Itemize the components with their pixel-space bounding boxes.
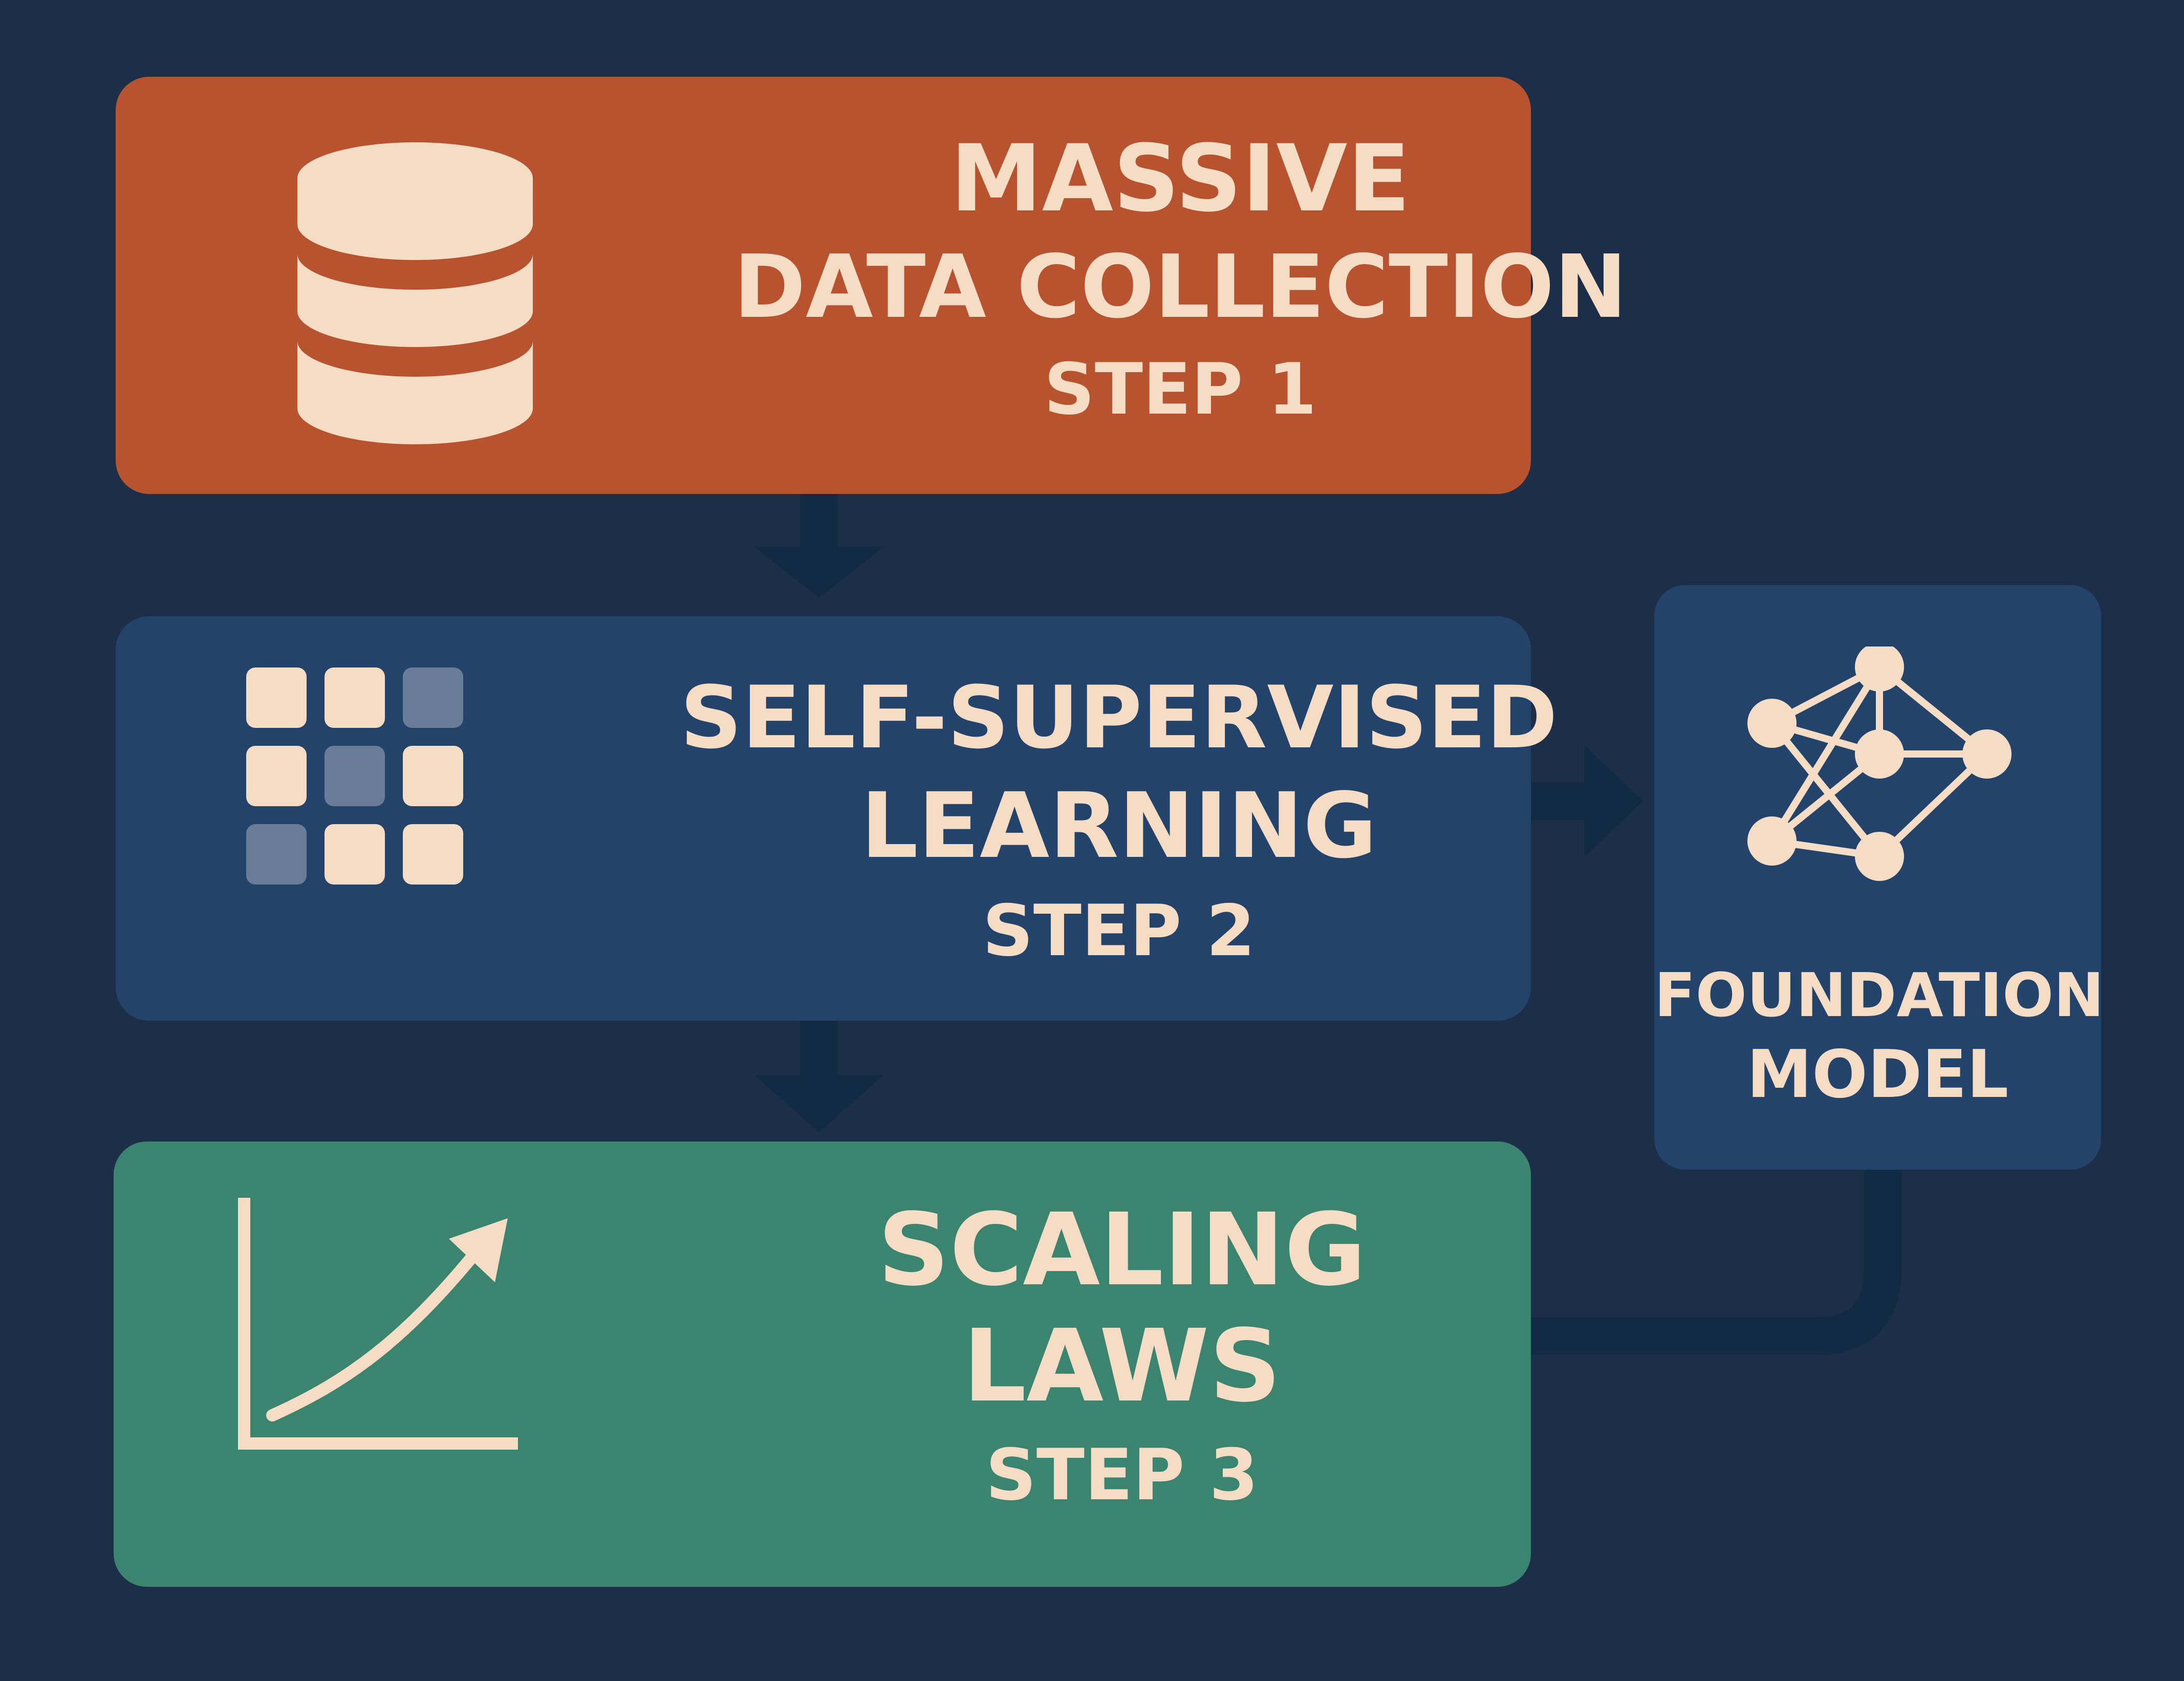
foundation-model-box: FOUNDATION MODEL <box>1654 585 2105 1170</box>
step1-step-number: STEP 1 <box>1044 348 1317 430</box>
foundation-model-label: FOUNDATION MODEL <box>1654 960 2105 1113</box>
grid-cell <box>246 667 307 728</box>
arrow-step2-model-shaft <box>1531 782 1592 820</box>
step2-title-line1: SELF-SUPERVISED <box>680 667 1558 768</box>
step3-step-number: STEP 3 <box>985 1433 1259 1516</box>
growth-chart-icon <box>238 1198 518 1450</box>
step2-box: SELF-SUPERVISED LEARNING STEP 2 <box>116 616 1558 1021</box>
network-edge <box>1769 721 1883 859</box>
step3-label: SCALING LAWS STEP 3 <box>641 1192 1603 1516</box>
arrow-step2-step3-head <box>754 1075 884 1132</box>
arrow-step2-step3-shaft <box>800 1021 838 1082</box>
foundation-model-line1: FOUNDATION <box>1654 960 2105 1030</box>
step2-step-number: STEP 2 <box>982 890 1256 973</box>
step2-title-line2: LEARNING <box>860 773 1377 879</box>
step3-box: SCALING LAWS STEP 3 <box>114 1141 1531 1587</box>
foundation-model-line2: MODEL <box>1746 1036 2009 1113</box>
arrow-step2-model-head <box>1584 745 1643 857</box>
network-node <box>1855 832 1904 881</box>
step1-label: MASSIVE DATA COLLECTION STEP 1 <box>730 131 1631 426</box>
network-edge <box>1769 665 1883 843</box>
network-node <box>1747 699 1797 748</box>
step3-title-line2: LAWS <box>963 1307 1281 1424</box>
network-node <box>1855 646 1904 692</box>
step1-title-line2: DATA COLLECTION <box>733 236 1627 338</box>
network-node <box>1747 816 1797 866</box>
arrow-step1-step2-head <box>754 547 884 598</box>
network-icon <box>1747 646 2012 881</box>
grid-cell <box>246 746 307 806</box>
step3-title-line1: SCALING <box>877 1192 1367 1308</box>
grid-cell-masked <box>325 746 385 806</box>
network-node <box>1962 729 2012 779</box>
model-to-step3-line <box>1531 1170 1901 1355</box>
grid-cell-masked <box>246 824 307 885</box>
network-node <box>1855 729 1904 779</box>
step1-title-line1: MASSIVE <box>950 125 1411 232</box>
grid-cell-masked <box>403 667 463 728</box>
network-edge <box>1877 751 1990 859</box>
step2-label: SELF-SUPERVISED LEARNING STEP 2 <box>551 673 1687 968</box>
arrow-step1-step2-shaft <box>800 494 838 555</box>
grid-cell <box>403 824 463 885</box>
database-icon <box>297 142 533 444</box>
grid-cell <box>325 667 385 728</box>
growth-curve <box>266 1248 481 1421</box>
grid-icon <box>246 667 463 885</box>
step1-box: MASSIVE DATA COLLECTION STEP 1 <box>116 77 1627 494</box>
grid-cell <box>325 824 385 885</box>
chart-axes <box>238 1198 518 1450</box>
grid-cell <box>403 746 463 806</box>
growth-arrowhead <box>449 1218 508 1282</box>
